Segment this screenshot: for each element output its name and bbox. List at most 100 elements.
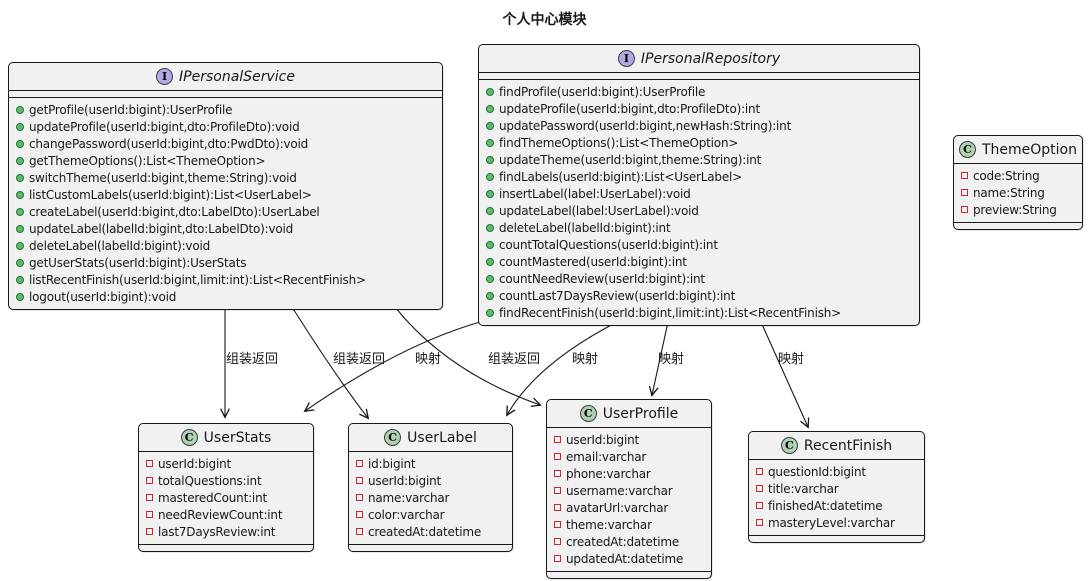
public-method-icon: [486, 291, 494, 300]
edge-label-repo-userstats: 映射: [415, 352, 442, 367]
field-signature: finishedAt:datetime: [768, 498, 883, 513]
public-method-icon: [16, 105, 24, 114]
method-signature: getUserStats(userId:bigint):UserStats: [29, 255, 247, 270]
field-signature: code:String: [973, 168, 1040, 183]
method-signature: logout(userId:bigint):void: [29, 289, 177, 304]
methods-compartment-empty: [954, 222, 1082, 229]
field-row: avatarUrl:varchar: [554, 499, 705, 516]
field-row: code:String: [961, 167, 1076, 184]
class-spot-icon: C: [579, 405, 597, 422]
private-field-icon: [554, 453, 561, 460]
method-signature: createLabel(userId:bigint,dto:LabelDto):…: [29, 204, 320, 219]
field-row: userId:bigint: [356, 472, 506, 489]
method-signature: countTotalQuestions(userId:bigint):int: [499, 237, 718, 252]
method-row: changePassword(userId:bigint,dto:PwdDto)…: [16, 135, 436, 152]
class-spot-icon: C: [958, 141, 976, 158]
class-header: C ThemeOption: [954, 136, 1082, 163]
field-signature: questionId:bigint: [768, 464, 866, 479]
field-row: username:varchar: [554, 482, 705, 499]
method-row: createLabel(userId:bigint,dto:LabelDto):…: [16, 203, 436, 220]
method-signature: updateProfile(userId:bigint,dto:ProfileD…: [499, 101, 760, 116]
field-signature: name:String: [973, 185, 1045, 200]
class-name: IPersonalService: [179, 68, 295, 85]
method-signature: switchTheme(userId:bigint,theme:String):…: [29, 170, 297, 185]
field-signature: updatedAt:datetime: [566, 551, 684, 566]
field-row: email:varchar: [554, 448, 705, 465]
class-name: ThemeOption: [981, 141, 1077, 158]
private-field-icon: [146, 494, 153, 501]
method-row: countLast7DaysReview(userId:bigint):int: [486, 287, 913, 304]
field-row: preview:String: [961, 201, 1076, 218]
field-signature: userId:bigint: [368, 473, 441, 488]
interface-box-ipersonalservice: I IPersonalService getProfile(userId:big…: [8, 62, 443, 310]
private-field-icon: [146, 511, 153, 518]
public-method-icon: [16, 258, 24, 267]
class-header: C UserProfile: [547, 400, 711, 427]
interface-spot-icon: I: [617, 50, 635, 67]
public-method-icon: [16, 139, 24, 148]
method-signature: getThemeOptions():List<ThemeOption>: [29, 153, 266, 168]
method-row: countTotalQuestions(userId:bigint):int: [486, 236, 913, 253]
field-signature: color:varchar: [368, 507, 445, 522]
method-signature: updateLabel(label:UserLabel):void: [499, 203, 699, 218]
method-signature: updateTheme(userId:bigint,theme:String):…: [499, 152, 762, 167]
class-name: RecentFinish: [803, 437, 893, 454]
field-row: name:varchar: [356, 489, 506, 506]
private-field-icon: [554, 487, 561, 494]
method-row: switchTheme(userId:bigint,theme:String):…: [16, 169, 436, 186]
public-method-icon: [16, 156, 24, 165]
method-row: countNeedReview(userId:bigint):int: [486, 270, 913, 287]
public-method-icon: [486, 121, 494, 130]
public-method-icon: [486, 104, 494, 113]
field-signature: id:bigint: [368, 456, 416, 471]
class-spot-icon: C: [780, 437, 798, 454]
method-row: updateProfile(userId:bigint,dto:ProfileD…: [16, 118, 436, 135]
field-row: userId:bigint: [554, 431, 705, 448]
field-signature: needReviewCount:int: [158, 507, 283, 522]
field-signature: last7DaysReview:int: [158, 524, 276, 539]
methods-compartment-empty: [547, 571, 711, 578]
private-field-icon: [356, 477, 363, 484]
field-signature: email:varchar: [566, 449, 647, 464]
class-spot-icon: C: [180, 429, 198, 446]
public-method-icon: [486, 257, 494, 266]
method-signature: listRecentFinish(userId:bigint,limit:int…: [29, 272, 366, 287]
edge-label-service-userlabel: 组装返回: [333, 352, 386, 367]
private-field-icon: [554, 538, 561, 545]
field-row: createdAt:datetime: [356, 523, 506, 540]
private-field-icon: [554, 521, 561, 528]
field-row: name:String: [961, 184, 1076, 201]
field-row: id:bigint: [356, 455, 506, 472]
interface-spot-icon: I: [156, 68, 174, 85]
class-header: I IPersonalRepository: [479, 45, 919, 72]
method-signature: changePassword(userId:bigint,dto:PwdDto)…: [29, 136, 309, 151]
edge-label-repo-userprofile: 映射: [658, 352, 685, 367]
method-signature: insertLabel(label:UserLabel):void: [499, 186, 691, 201]
public-method-icon: [16, 241, 24, 250]
field-signature: username:varchar: [566, 483, 673, 498]
public-method-icon: [486, 138, 494, 147]
private-field-icon: [356, 494, 363, 501]
method-signature: deleteLabel(labelId:bigint):int: [499, 220, 671, 235]
public-method-icon: [486, 189, 494, 198]
method-row: findThemeOptions():List<ThemeOption>: [486, 134, 913, 151]
class-name: UserLabel: [407, 429, 477, 446]
method-row: updateProfile(userId:bigint,dto:ProfileD…: [486, 100, 913, 117]
methods-compartment-empty: [139, 544, 313, 551]
public-method-icon: [486, 274, 494, 283]
method-row: listRecentFinish(userId:bigint,limit:int…: [16, 271, 436, 288]
field-signature: userId:bigint: [566, 432, 639, 447]
field-row: color:varchar: [356, 506, 506, 523]
method-signature: findProfile(userId:bigint):UserProfile: [499, 84, 706, 99]
class-name: UserProfile: [602, 405, 679, 422]
method-signature: countNeedReview(userId:bigint):int: [499, 271, 705, 286]
private-field-icon: [961, 189, 968, 196]
